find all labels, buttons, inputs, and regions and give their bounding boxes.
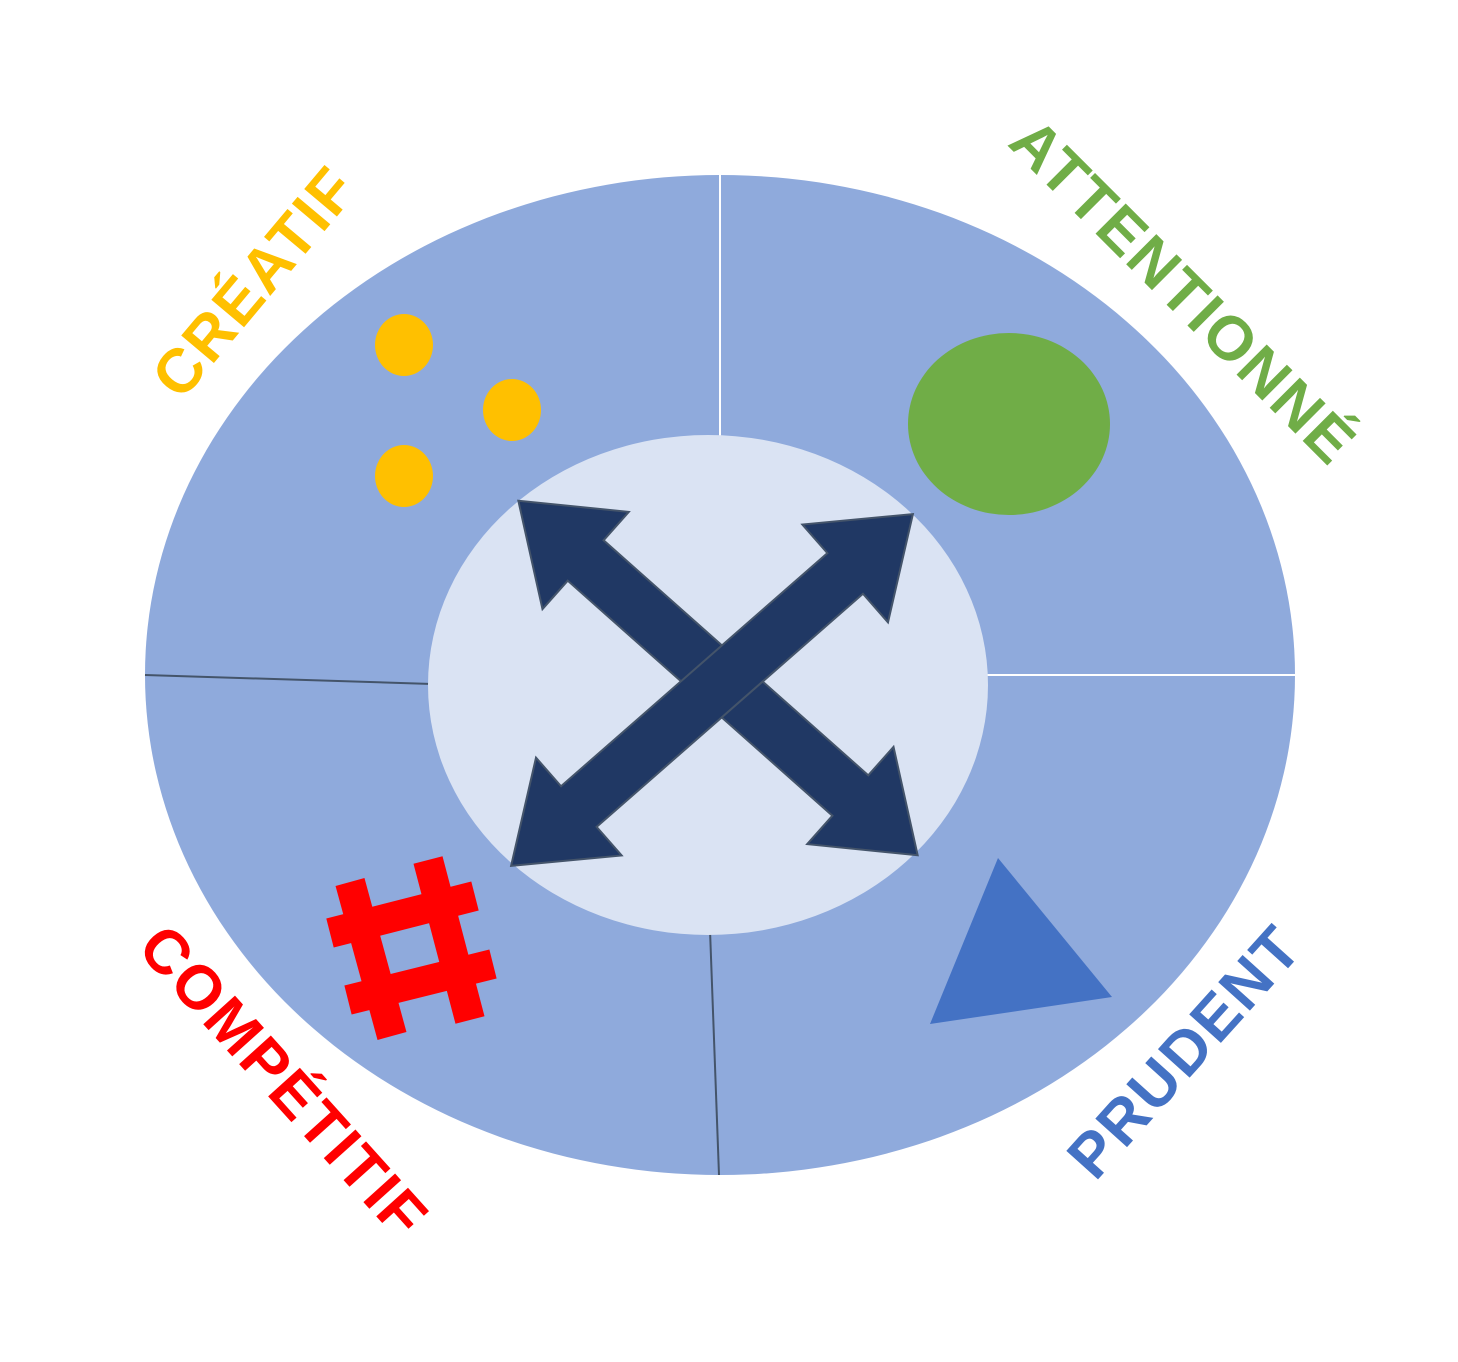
divider-bottom — [709, 929, 720, 1176]
circle-icon — [908, 333, 1110, 515]
double-arrows-cross-icon — [509, 499, 919, 867]
triangle-icon — [930, 858, 1112, 1024]
divider-left — [144, 674, 433, 685]
hash-icon — [326, 856, 497, 1040]
arrow-ne-sw — [509, 513, 915, 867]
three-dots-icon — [375, 314, 541, 507]
